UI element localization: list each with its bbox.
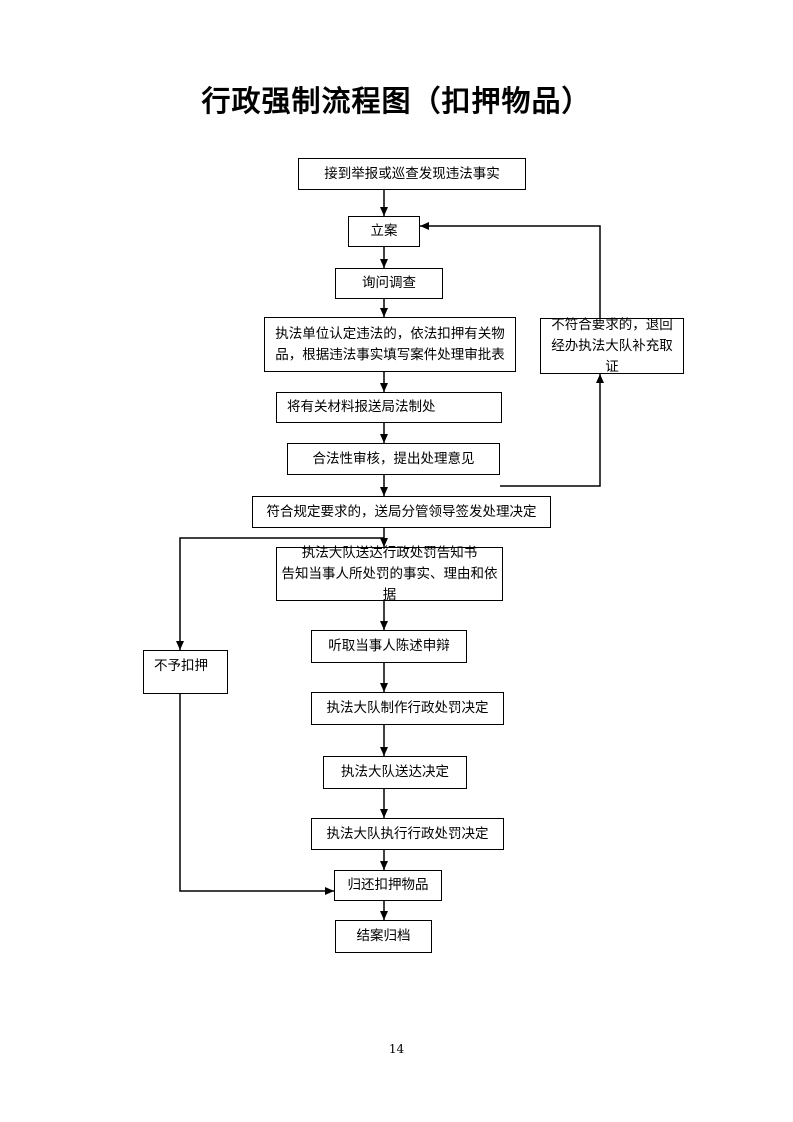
- node-hearing: 听取当事人陈述申辩: [311, 630, 467, 663]
- node-return-goods: 归还扣押物品: [334, 870, 442, 901]
- node-submit-label: 将有关材料报送局法制处: [287, 399, 436, 415]
- node-inquiry-label: 询问调查: [362, 275, 416, 291]
- node-seize-label: 执法单位认定违法的，依法扣押有关物品，根据违法事实填写案件处理审批表: [275, 325, 505, 363]
- node-seize: 执法单位认定违法的，依法扣押有关物品，根据违法事实填写案件处理审批表: [264, 317, 516, 372]
- node-return-evidence: 不符合要求的，退回经办执法大队补充取证: [540, 317, 684, 375]
- node-execute: 执法大队执行行政处罚决定: [311, 818, 504, 850]
- node-inquiry: 询问调查: [335, 268, 443, 299]
- arrow-no-seize-return: [179, 694, 334, 895]
- node-return-evidence-label: 不符合要求的，退回经办执法大队补充取证: [551, 316, 673, 375]
- arrow-legality-return-evidence: [500, 374, 604, 487]
- node-execute-label: 执法大队执行行政处罚决定: [326, 825, 489, 842]
- node-notice-label: 执法大队送达行政处罚告知书 告知当事人所处罚的事实、理由和依据: [281, 544, 498, 603]
- arrow-return-evidence-register: [420, 222, 601, 318]
- node-approve-label: 符合规定要求的，送局分管领导签发处理决定: [266, 503, 537, 520]
- node-deliver: 执法大队送达决定: [323, 756, 467, 789]
- node-deliver-label: 执法大队送达决定: [341, 764, 449, 780]
- node-return-goods-label: 归还扣押物品: [347, 877, 429, 893]
- node-report-label: 接到举报或巡查发现违法事实: [324, 165, 500, 182]
- node-approve: 符合规定要求的，送局分管领导签发处理决定: [252, 496, 551, 528]
- node-legality-label: 合法性审核，提出处理意见: [312, 450, 475, 467]
- node-close: 结案归档: [335, 920, 432, 953]
- node-legality: 合法性审核，提出处理意见: [287, 443, 500, 475]
- page-number: 14: [388, 1042, 405, 1056]
- node-notice: 执法大队送达行政处罚告知书 告知当事人所处罚的事实、理由和依据: [276, 545, 503, 603]
- node-register-label: 立案: [370, 223, 398, 239]
- page-title: 行政强制流程图（扣押物品）: [201, 84, 592, 118]
- arrow-approve-no-seize: [176, 537, 384, 650]
- node-hearing-label: 听取当事人陈述申辩: [328, 638, 450, 654]
- node-register: 立案: [348, 216, 420, 247]
- node-close-label: 结案归档: [356, 928, 411, 944]
- node-no-seize: 不予扣押: [143, 650, 228, 694]
- node-make-decision-label: 执法大队制作行政处罚决定: [326, 700, 489, 716]
- node-no-seize-label: 不予扣押: [154, 658, 208, 674]
- node-make-decision: 执法大队制作行政处罚决定: [311, 692, 504, 725]
- node-submit: 将有关材料报送局法制处: [276, 392, 502, 423]
- node-report: 接到举报或巡查发现违法事实: [298, 158, 526, 190]
